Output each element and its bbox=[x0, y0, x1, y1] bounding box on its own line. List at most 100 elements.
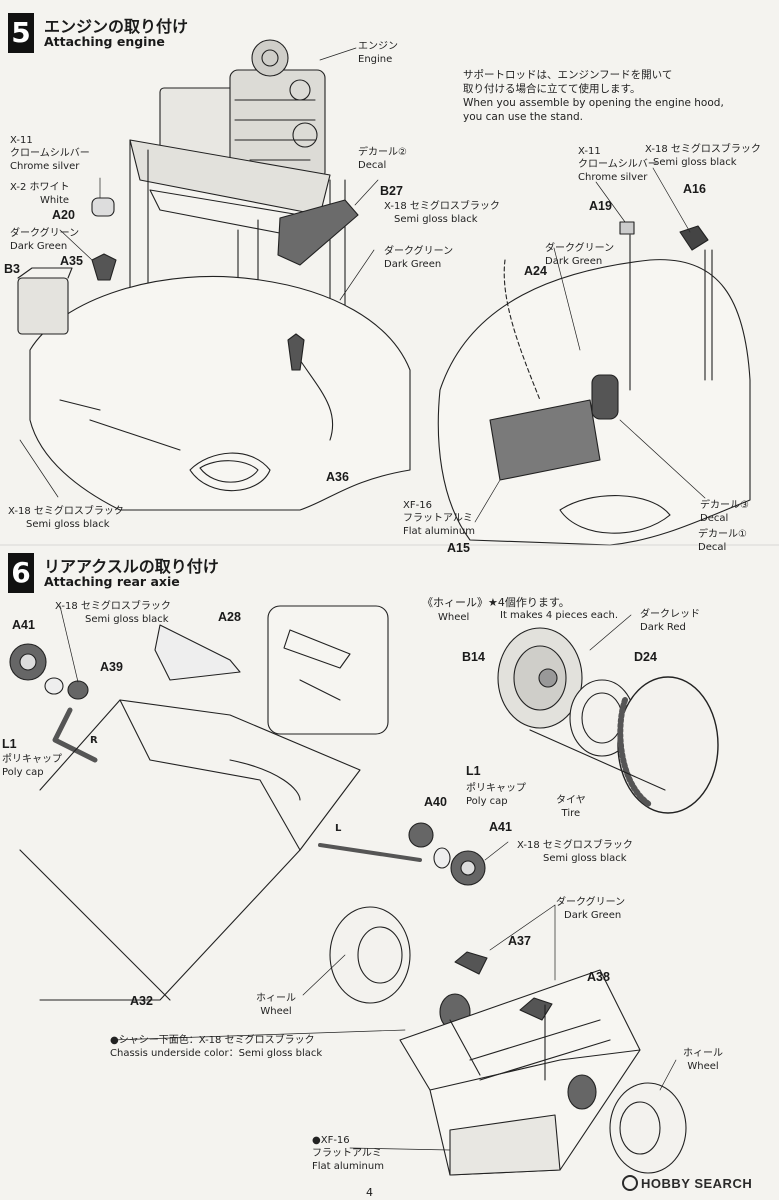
dg-en: Dark Green bbox=[10, 241, 68, 252]
wheel-label-left: ホィール Wheel bbox=[256, 992, 296, 1018]
x18b-en: Semi gloss black bbox=[26, 519, 110, 530]
dg2-en: Dark Green bbox=[384, 259, 442, 270]
part-a40: A40 bbox=[424, 795, 447, 809]
part-l1: L1 bbox=[2, 737, 17, 751]
part-a16: A16 bbox=[683, 182, 706, 196]
r-x18-jp: X-18 セミグロスブラック bbox=[645, 144, 761, 155]
part-a39: A39 bbox=[100, 660, 123, 674]
part-a37: A37 bbox=[508, 934, 531, 948]
part-a32: A32 bbox=[130, 994, 153, 1008]
step6-bottom-chassis bbox=[329, 906, 687, 1176]
s6-xf16-label: ●XF-16 フラットアルミ Flat aluminum bbox=[312, 1134, 384, 1173]
polycap2-jp: ポリキャップ bbox=[466, 783, 526, 794]
part-a15: A15 bbox=[447, 541, 470, 555]
wheel-left-en: Wheel bbox=[260, 1006, 292, 1017]
engine-illustration bbox=[129, 39, 331, 236]
decal3-label: デカール③ Decal bbox=[700, 499, 749, 525]
s6-xf16-en: Flat aluminum bbox=[312, 1161, 384, 1172]
wheel-title-jp: 《ホィール》★4個作ります。 bbox=[422, 596, 570, 609]
decal1-en: Decal bbox=[698, 542, 727, 553]
x18-label-bottom: X-18 セミグロスブラック Semi gloss black bbox=[8, 505, 124, 531]
wheel-right-jp: ホィール bbox=[683, 1048, 723, 1059]
polycap2-label: ポリキャップ Poly cap bbox=[466, 782, 526, 808]
r-x11-jp: クロームシルバー bbox=[578, 159, 658, 170]
step-6-title-en: Attaching rear axie bbox=[44, 574, 180, 589]
s6-dark-green-label: ダークグリーン Dark Green bbox=[556, 896, 625, 922]
x2-color-label: X-2 ホワイト White bbox=[10, 181, 70, 207]
step6-wheel-exploded bbox=[497, 627, 719, 814]
r-x11-en: Chrome silver bbox=[578, 172, 648, 183]
wheel-title: 《ホィール》★4個作ります。 bbox=[422, 596, 570, 609]
step-5-title-en: Attaching engine bbox=[44, 34, 165, 49]
x18-en: Semi gloss black bbox=[394, 214, 478, 225]
tire-jp: タイヤ bbox=[556, 795, 586, 806]
dark-green-label-2: ダークグリーン Dark Green bbox=[384, 245, 453, 271]
wheel-title-en: Wheel bbox=[438, 612, 470, 623]
r-dg-jp: ダークグリーン bbox=[545, 243, 615, 254]
s6-x18c-en: Semi gloss black bbox=[543, 853, 627, 864]
part-d24: D24 bbox=[634, 650, 657, 664]
wheel-note-en: It makes 4 pieces each. bbox=[500, 610, 619, 621]
step-5-title-jp: エンジンの取り付け bbox=[44, 17, 189, 36]
step-6-title-jp: リアアクスルの取り付け bbox=[44, 557, 219, 576]
r-x18-en: Semi gloss black bbox=[653, 157, 737, 168]
s6-dg-jp: ダークグリーン bbox=[556, 897, 626, 908]
x11-en: Chrome silver bbox=[10, 161, 80, 172]
dr-jp: ダークレッド bbox=[640, 609, 700, 620]
step6-chassis bbox=[9, 605, 486, 1001]
support-en2: you can use the stand. bbox=[463, 111, 584, 123]
part-b14: B14 bbox=[462, 650, 485, 664]
dg-jp: ダークグリーン bbox=[10, 228, 80, 239]
wheel-left-jp: ホィール bbox=[256, 993, 296, 1004]
x11-color-label: X-11 クロームシルバー Chrome silver bbox=[10, 134, 90, 173]
x2-code: X-2 ホワイト bbox=[10, 182, 70, 193]
x18-jp: X-18 セミグロスブラック bbox=[384, 201, 500, 212]
xf16-code: XF-16 bbox=[403, 500, 432, 511]
step-6-number: 6 bbox=[8, 553, 34, 593]
part-a38: A38 bbox=[587, 970, 610, 984]
part-a24: A24 bbox=[524, 264, 547, 278]
x2-en: White bbox=[40, 195, 70, 206]
s6-x18-jp: X-18 セミグロスブラック bbox=[55, 601, 171, 612]
s6-x18-label: X-18 セミグロスブラック Semi gloss black bbox=[55, 600, 171, 626]
decal3-jp: デカール③ bbox=[700, 500, 749, 511]
chassis-en: Chassis underside color：Semi gloss black bbox=[110, 1048, 323, 1059]
r-mark: R bbox=[90, 735, 98, 746]
dg2-jp: ダークグリーン bbox=[384, 246, 454, 257]
part-b27: B27 bbox=[380, 184, 403, 198]
page-number: 4 bbox=[366, 1186, 373, 1199]
s6-x18-en: Semi gloss black bbox=[85, 614, 169, 625]
xf16-jp: フラットアルミ bbox=[403, 513, 473, 524]
part-a36: A36 bbox=[326, 470, 349, 484]
part-a28: A28 bbox=[218, 610, 241, 624]
support-jp2: 取り付ける場合に立てて使用します。 bbox=[463, 83, 641, 95]
polycap-label: ポリキャップ Poly cap bbox=[2, 753, 62, 779]
hobby-search-watermark: HOBBY SEARCH bbox=[622, 1175, 752, 1191]
dark-green-label: ダークグリーン Dark Green bbox=[10, 227, 79, 253]
part-a19: A19 bbox=[589, 199, 612, 213]
x18-label-b27: X-18 セミグロスブラック Semi gloss black bbox=[384, 200, 500, 226]
part-a41: A41 bbox=[12, 618, 35, 632]
tire-en: Tire bbox=[561, 808, 581, 819]
decal1-label: デカール① Decal bbox=[698, 528, 747, 554]
polycap2-en: Poly cap bbox=[466, 796, 508, 807]
step-5-number: 5 bbox=[8, 13, 34, 53]
part-a41b: A41 bbox=[489, 820, 512, 834]
chassis-jp: ●シャシー下面色：X-18 セミグロスブラック bbox=[110, 1035, 315, 1046]
tire-label: タイヤ Tire bbox=[556, 794, 586, 820]
r-x11-code: X-11 bbox=[578, 146, 601, 157]
x11-code: X-11 bbox=[10, 135, 33, 146]
part-a20: A20 bbox=[52, 208, 75, 222]
chassis-underside-label: ●シャシー下面色：X-18 セミグロスブラック Chassis undersid… bbox=[110, 1034, 322, 1060]
dark-red-label: ダークレッド Dark Red bbox=[640, 608, 700, 634]
step5-right-car bbox=[437, 221, 751, 546]
r-x11-label: X-11 クロームシルバー Chrome silver bbox=[578, 145, 658, 184]
part-l1b: L1 bbox=[466, 764, 481, 778]
x11-jp: クロームシルバー bbox=[10, 148, 90, 159]
step5-small-parts bbox=[17, 197, 359, 371]
wheel-right-en: Wheel bbox=[687, 1061, 719, 1072]
decal3-en: Decal bbox=[700, 513, 729, 524]
part-b3: B3 bbox=[4, 262, 20, 276]
support-jp1: サポートロッドは、エンジンフードを開いて bbox=[463, 69, 673, 81]
